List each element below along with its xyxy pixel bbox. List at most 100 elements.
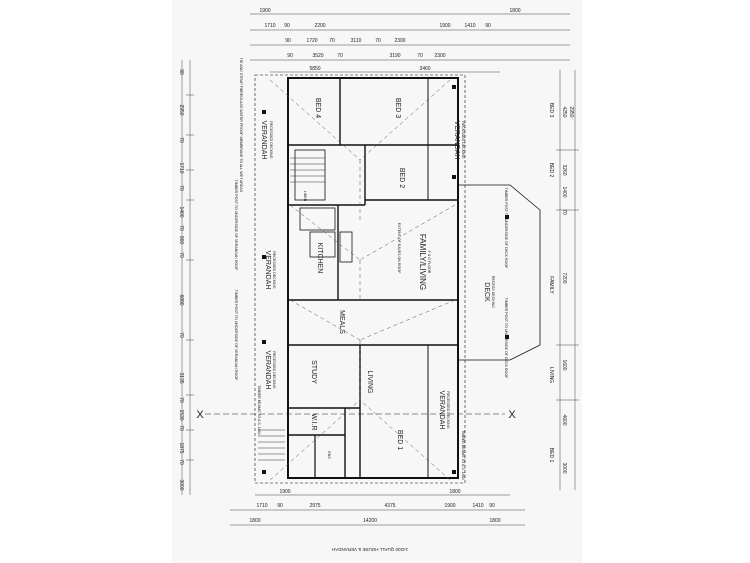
note-extent: EXTENT OF EAVES ON ROOF — [397, 223, 401, 274]
dim-right-2: 1400 — [561, 186, 567, 197]
dim-right-7: 4600 — [561, 414, 567, 425]
verandah-bottom-right: VERANDAH — [438, 391, 445, 430]
right-label-bed1: BED 1 — [548, 448, 554, 463]
recessed-decking-1: RECESSED DECKING — [269, 121, 273, 158]
dim-bottom-3-b: 14200 — [363, 518, 377, 524]
dim-left-13: 1530 — [178, 409, 184, 420]
dim-top-2-b: 90 — [284, 23, 290, 29]
recessed-decking-4: RECESSED DECKING — [272, 351, 276, 388]
note-timber-post-4: TIMBER POST TO UNDERSIDE OF DECK ROOF — [504, 298, 508, 379]
dim-left-3: 1710 — [178, 162, 184, 173]
dim-top-4-f: 2300 — [434, 53, 445, 59]
room-study: STUDY — [310, 360, 317, 384]
note-timber-post-1: TIMBER POST TO UNDERSIDE OF VERANDAH ROO… — [234, 180, 238, 271]
dim-top-2-e: 1410 — [464, 23, 475, 29]
dim-top-5-b: 3460 — [419, 66, 430, 72]
note-floor: F & G FLOOR — [427, 251, 431, 274]
dim-top-3-f: 2300 — [394, 38, 405, 44]
dim-top-3-b: 1720 — [306, 38, 317, 44]
dim-top-4-a: 90 — [287, 53, 293, 59]
room-family-living: FAMILY/LIVING — [418, 234, 427, 290]
dim-bottom-2-a: 1710 — [256, 503, 267, 509]
right-label-bed2: BED 2 — [548, 163, 554, 178]
dim-left-10: 70 — [178, 332, 184, 338]
dim-right-4: 70 — [561, 209, 567, 215]
roof-hip-lines — [269, 79, 456, 481]
left-dimension-lines — [181, 60, 194, 495]
deck-recess-note: RECESS DECKING — [491, 276, 495, 308]
dim-left-11: 3135 — [178, 372, 184, 383]
right-label-bed3: BED 3 — [548, 103, 554, 118]
dim-left-15: 1875 — [178, 442, 184, 453]
dim-bottom-2-d: 4375 — [384, 503, 395, 509]
dim-right-5: 7200 — [561, 272, 567, 283]
dim-bottom-2-c: 2975 — [309, 503, 320, 509]
recessed-decking-2: RECESSED DECKING — [461, 121, 465, 158]
recessed-decking-5: RECESSED DECKING — [446, 391, 450, 428]
dim-left-17: 3000 — [178, 479, 184, 490]
dim-left-4: 70 — [178, 185, 184, 191]
room-linen: LINEN — [303, 191, 307, 202]
room-wir: W.I.R — [310, 413, 317, 430]
bottom-dimension-lines — [230, 494, 525, 526]
note-beams-2: TIMBER BEAMS TO A.S. 1684 — [461, 430, 465, 480]
note-window: TIE AND STRAP FIBREGLASS WATER PROOF MEM… — [239, 58, 243, 193]
dim-top-1-a: 1900 — [259, 8, 270, 14]
dim-top-3-e: 70 — [375, 38, 381, 44]
verandah-top-right: VERANDAH — [453, 121, 460, 160]
dim-bottom-1-a: 1900 — [279, 489, 290, 495]
dim-top-4-b: 3520 — [312, 53, 323, 59]
room-living: LIVING — [366, 371, 373, 394]
dim-bottom-1-b: 1800 — [449, 489, 460, 495]
room-bed3: BED 3 — [394, 98, 401, 118]
dim-top-5-a: 5850 — [309, 66, 320, 72]
dim-top-2-d: 1900 — [439, 23, 450, 29]
dim-bottom-2-f: 1410 — [472, 503, 483, 509]
dim-bottom-2-e: 1900 — [444, 503, 455, 509]
stairs — [258, 157, 325, 461]
dim-top-2-f: 90 — [485, 23, 491, 29]
section-marker-right: X — [508, 409, 516, 421]
dim-top-2-c: 2200 — [314, 23, 325, 29]
note-timber-post-2: TIMBER POST TO UNDERSIDE OF VERANDAH ROO… — [234, 290, 238, 381]
dim-top-3-c: 70 — [329, 38, 335, 44]
dim-top-3-a: 90 — [285, 38, 291, 44]
right-dimension-lines — [556, 70, 579, 490]
room-deck: DECK — [483, 282, 490, 302]
dim-top-2-a: 1710 — [264, 23, 275, 29]
dim-right-1: 2950 — [568, 106, 574, 117]
dim-left-12: 70 — [178, 397, 184, 403]
dim-left-6: 70 — [178, 225, 184, 231]
room-meals: MEALS — [338, 310, 345, 334]
building-walls — [254, 74, 541, 484]
dim-bottom-2-b: 90 — [277, 503, 283, 509]
dim-top-4-d: 3190 — [389, 53, 400, 59]
room-bed2: BED 2 — [398, 168, 405, 188]
dim-right-3: 3260 — [561, 164, 567, 175]
dim-left-0: 90 — [178, 69, 184, 75]
dim-right-8: 3000 — [561, 462, 567, 473]
verandah-posts — [262, 85, 509, 474]
room-bed1: BED 1 — [396, 430, 403, 450]
dim-left-5: 1400 — [178, 206, 184, 217]
dim-left-7: 900 — [178, 236, 184, 245]
recessed-decking-3: RECESSED DECKING — [272, 251, 276, 288]
section-marker-left: X — [196, 409, 204, 421]
dim-top-3-d: 3110 — [351, 38, 362, 44]
dim-bottom-3-a: 1800 — [249, 518, 260, 524]
dim-right-0: 4250 — [561, 106, 567, 117]
verandah-mid-left: VERANDAH — [264, 251, 271, 290]
dim-left-14: 70 — [178, 425, 184, 431]
dim-bottom-2-g: 90 — [489, 503, 495, 509]
room-bed4: BED 4 — [314, 98, 321, 118]
dim-left-1: 2950 — [178, 104, 184, 115]
room-ens: ENS — [327, 451, 331, 459]
dim-left-16: 70 — [178, 459, 184, 465]
top-dimension-lines — [250, 13, 570, 73]
dim-top-1-b: 1800 — [509, 8, 520, 14]
room-kitchen: KITCHEN — [316, 243, 323, 274]
dim-left-9: 6880 — [178, 294, 184, 305]
dim-left-2: 70 — [178, 137, 184, 143]
right-label-living: LIVING — [548, 367, 554, 384]
